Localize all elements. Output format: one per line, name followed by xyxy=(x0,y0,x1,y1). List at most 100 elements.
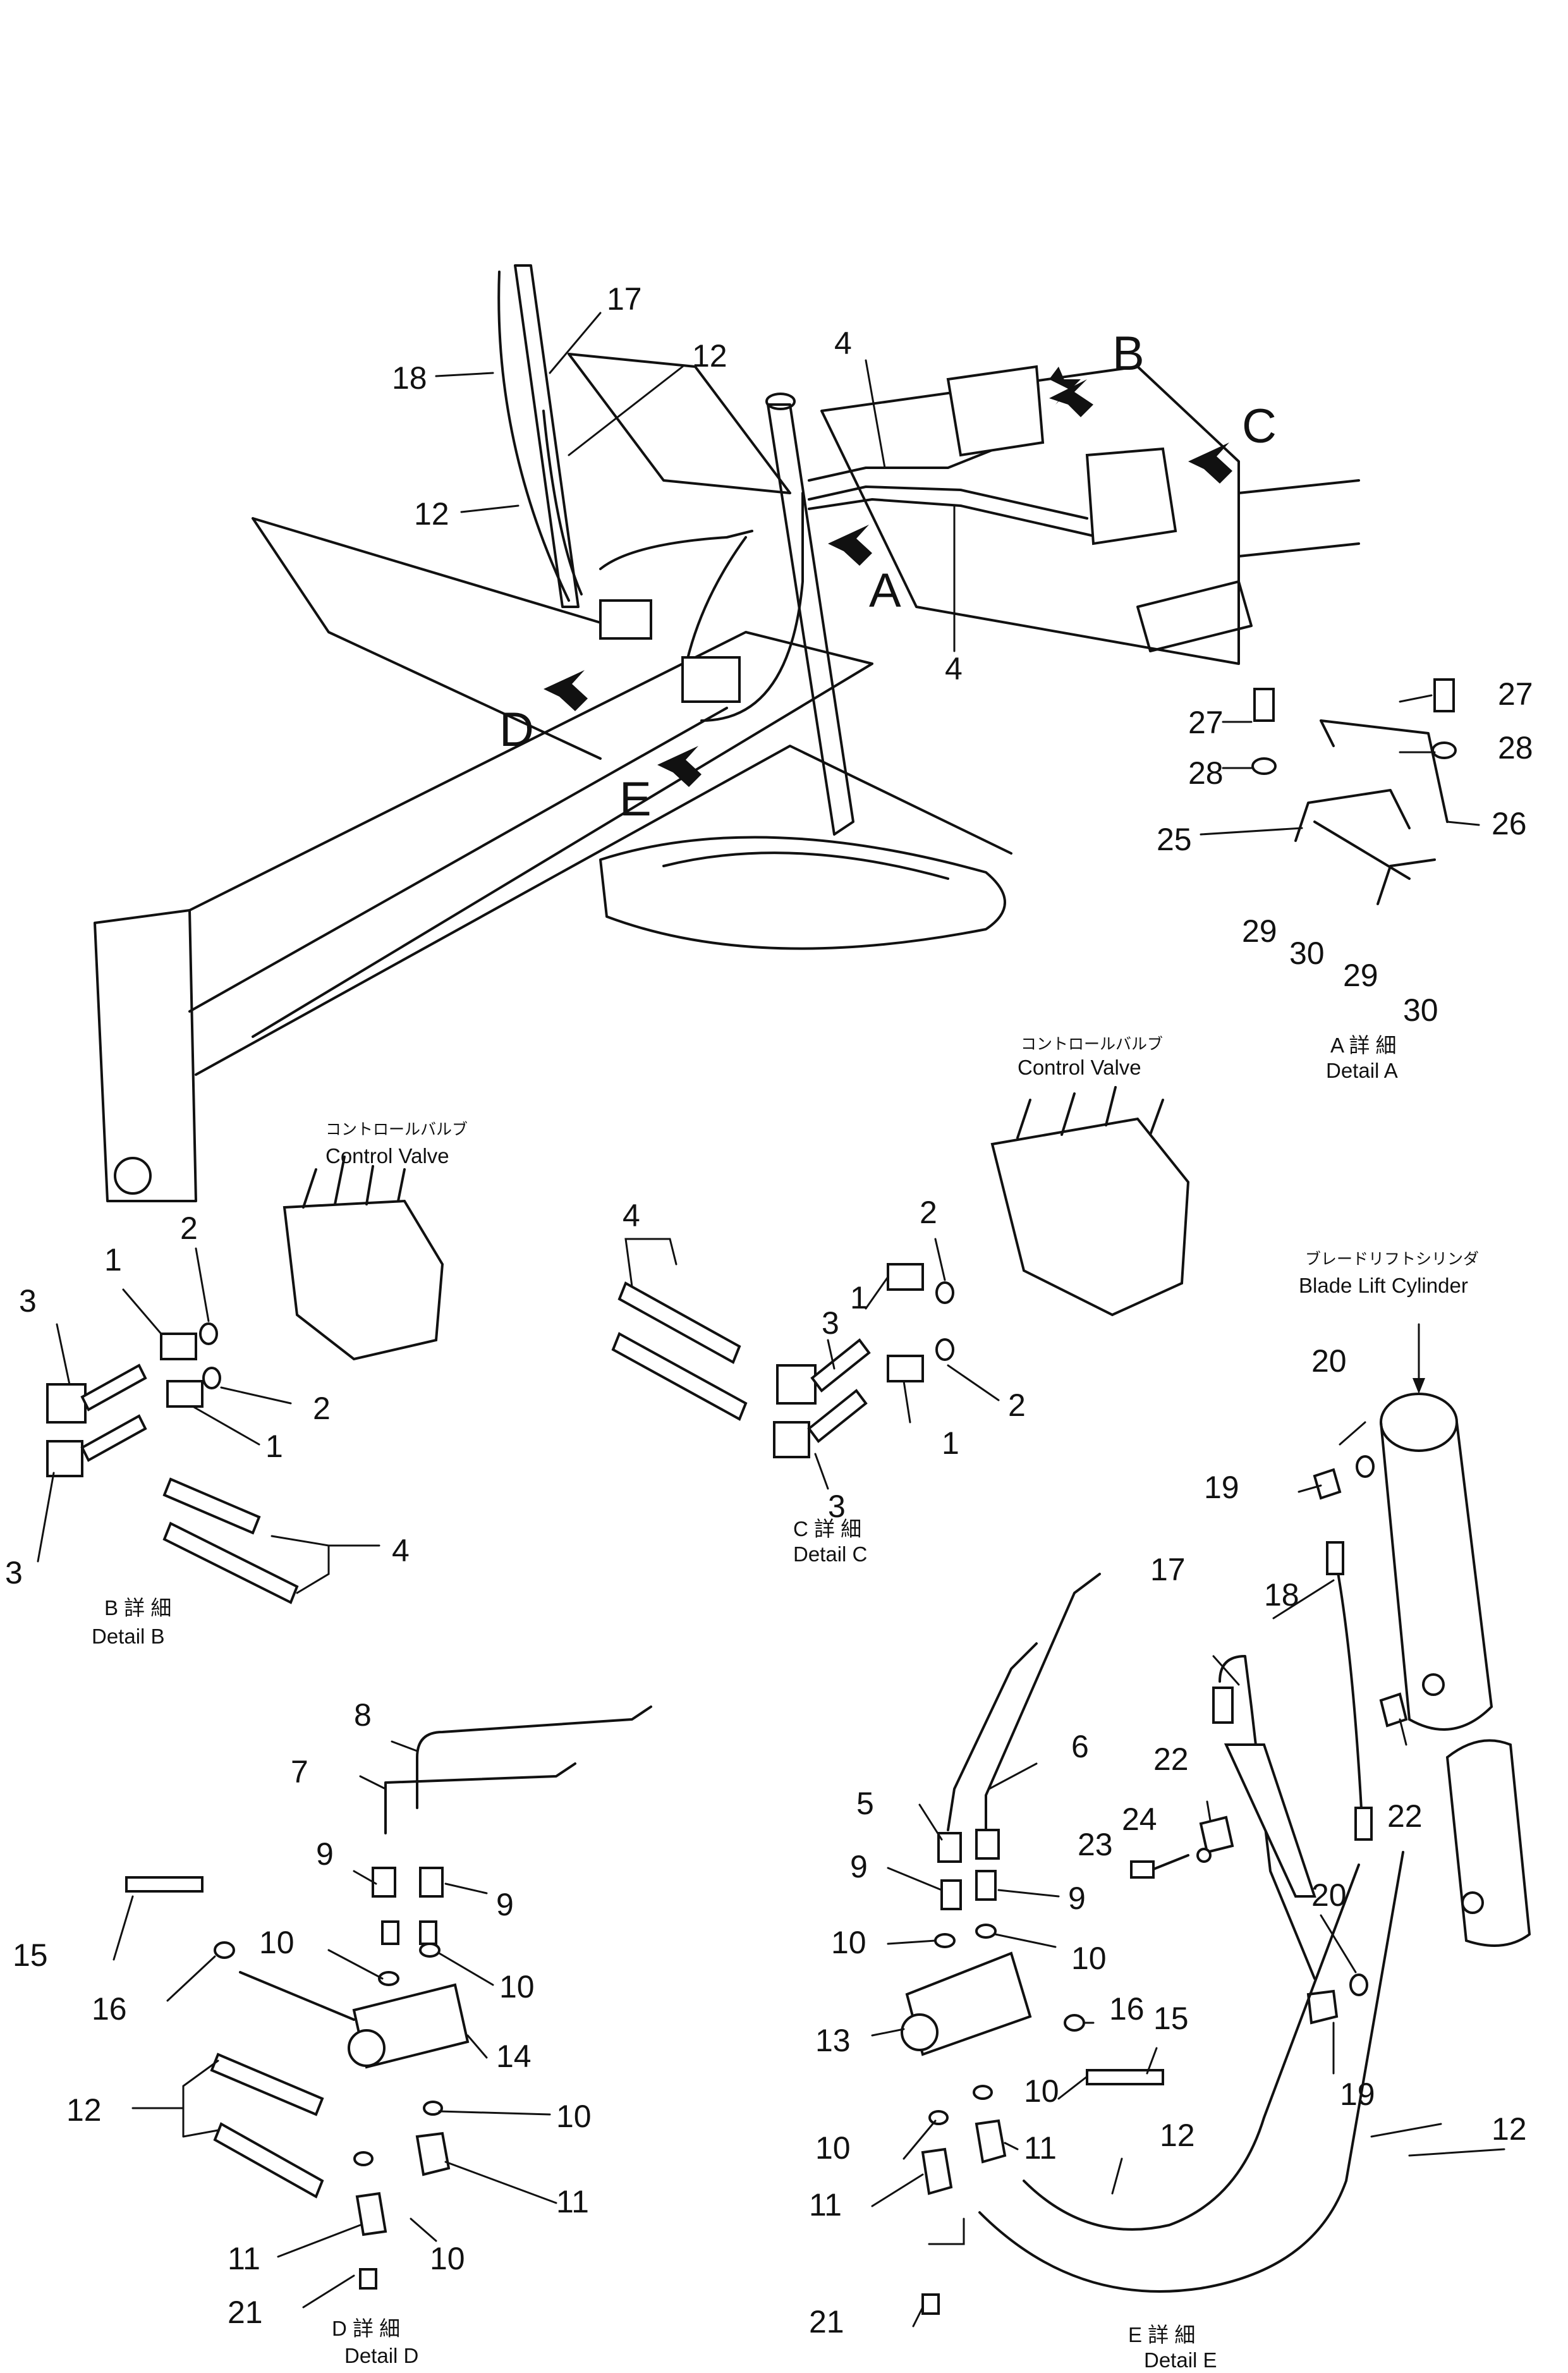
callout-10-d-3: 10 xyxy=(556,2099,592,2134)
fitting-9-right-d xyxy=(419,1867,444,1898)
fitting-6-end xyxy=(975,1829,1000,1860)
callout-19-bottom: 19 xyxy=(1340,2077,1375,2112)
valve-13-knob xyxy=(901,2013,939,2051)
callout-19-top: 19 xyxy=(1204,1470,1239,1505)
control-valve-b-en: Control Valve xyxy=(325,1144,449,1168)
frame-pad xyxy=(1136,580,1253,652)
blade-cyl-en: Blade Lift Cylinder xyxy=(1299,1274,1468,1297)
callout-18-main: 18 xyxy=(392,360,427,396)
callout-21-e: 21 xyxy=(809,2304,844,2339)
lift-cylinder-cap xyxy=(765,393,796,410)
oring-10-right-e xyxy=(975,1924,997,1939)
view-letter-c: C xyxy=(1242,400,1277,453)
detail-b-drawing xyxy=(37,1156,444,1604)
control-valve-c-en: Control Valve xyxy=(1018,1056,1141,1079)
oring-2-lower-b xyxy=(202,1367,221,1389)
plug-21-e xyxy=(921,2293,940,2315)
bolt-15-path-d xyxy=(239,1971,355,2021)
callout-1-b-top: 1 xyxy=(104,1242,122,1278)
hose-12-upper-d xyxy=(210,2053,324,2116)
valve-14-knob xyxy=(348,2029,386,2067)
arrow-d-shape xyxy=(544,670,588,711)
elbow-3-upper-c xyxy=(776,1364,817,1405)
main-assembly-view xyxy=(94,264,1360,1202)
callout-11-e-left: 11 xyxy=(809,2187,842,2223)
detail-a-jp: A 詳 細 xyxy=(1330,1034,1397,1057)
blade-cyl-body xyxy=(1380,1421,1493,1731)
callout-23: 23 xyxy=(1078,1827,1113,1862)
callout-12-main-top: 12 xyxy=(692,338,727,374)
callout-12-d: 12 xyxy=(66,2092,102,2128)
hose-4-lower xyxy=(808,485,1088,520)
callout-9-d-right: 9 xyxy=(496,1887,514,1922)
callout-10-e-4: 10 xyxy=(815,2130,851,2166)
control-valve-b xyxy=(283,1199,444,1361)
callout-11-d-right: 11 xyxy=(556,2184,589,2219)
hose-12-main xyxy=(542,410,583,595)
callout-9-e-left: 9 xyxy=(850,1849,868,1884)
detail-c-bracket xyxy=(624,1238,678,1288)
callout-4-c: 4 xyxy=(623,1198,640,1233)
elbow-3-lower-b xyxy=(46,1440,83,1477)
oring-2-upper-b xyxy=(199,1322,218,1345)
turntable-inner xyxy=(662,851,949,880)
view-letter-a: A xyxy=(869,564,901,618)
washer-28-right xyxy=(1431,741,1457,759)
blade-cyl-top xyxy=(1380,1393,1458,1452)
bolt-15-e xyxy=(1086,2069,1164,2085)
detail-b-leaders xyxy=(37,1247,380,1594)
callout-27-left: 27 xyxy=(1188,705,1224,740)
lift-cylinder-rod xyxy=(767,403,854,836)
drawbar-upper xyxy=(188,631,873,1038)
detail-b-jp: B 詳 細 xyxy=(104,1596,171,1620)
tube-8 xyxy=(416,1705,652,1809)
callout-4-main-top: 4 xyxy=(834,326,852,361)
callout-10-d-2: 10 xyxy=(499,1969,535,2004)
callout-6: 6 xyxy=(1071,1729,1089,1764)
callout-22-left: 22 xyxy=(1153,1742,1189,1777)
view-letter-d: D xyxy=(499,703,534,757)
elbow-3-lower-c xyxy=(773,1421,810,1458)
washer-28-left xyxy=(1251,757,1277,775)
oring-10-left-e xyxy=(934,1933,956,1948)
fitting-9-left-d xyxy=(372,1867,396,1898)
callout-2-b-top: 2 xyxy=(180,1211,198,1246)
fitting-1-upper-c xyxy=(887,1263,924,1291)
callout-8: 8 xyxy=(354,1697,372,1733)
plug-21-d xyxy=(359,2268,377,2290)
elbow-19-top xyxy=(1313,1468,1342,1500)
detail-a-drawing xyxy=(1200,678,1480,905)
hose-4-lower-c xyxy=(611,1332,748,1421)
drawbar-edge xyxy=(188,707,728,1013)
oring-2-upper-c xyxy=(935,1281,954,1304)
hose-12-lower-d xyxy=(213,2122,324,2199)
elbow-11-right-d xyxy=(415,2132,451,2176)
blade-cyl-boss-lower xyxy=(1461,1891,1484,1914)
detail-e-jp: E 詳 細 xyxy=(1128,2323,1195,2346)
tube-17-sleeve xyxy=(1224,1743,1316,1898)
callout-9-e-right: 9 xyxy=(1068,1881,1086,1916)
oring-10-lower-e xyxy=(973,2085,993,2100)
bracket-26 xyxy=(1320,719,1449,823)
adapter-d-right xyxy=(419,1920,437,1945)
elbow-19-bottom xyxy=(1306,1989,1339,2025)
callout-2-c-bottom: 2 xyxy=(1008,1388,1026,1423)
callout-11-d-left: 11 xyxy=(228,2241,260,2276)
callout-10-d-4: 10 xyxy=(430,2241,465,2276)
valve-block-e xyxy=(681,656,741,703)
callout-30-right: 30 xyxy=(1403,992,1438,1028)
callout-29-right: 29 xyxy=(1343,958,1378,993)
callout-11-e-right: 11 xyxy=(1024,2130,1057,2166)
hose-4-upper-c xyxy=(617,1281,741,1364)
leader-18-main xyxy=(435,372,494,377)
oring-10-left-d xyxy=(378,1971,399,1986)
fitting-1-lower-b xyxy=(166,1380,204,1408)
callout-7: 7 xyxy=(291,1754,308,1790)
elbow-stem-lower-b xyxy=(80,1414,147,1462)
detail-c-jp: C 詳 細 xyxy=(793,1517,861,1540)
oring-20-bottom xyxy=(1349,1973,1368,1996)
frame-end-block xyxy=(94,909,197,1202)
elbow-11-right-e xyxy=(975,2119,1007,2164)
callout-14: 14 xyxy=(496,2039,532,2074)
